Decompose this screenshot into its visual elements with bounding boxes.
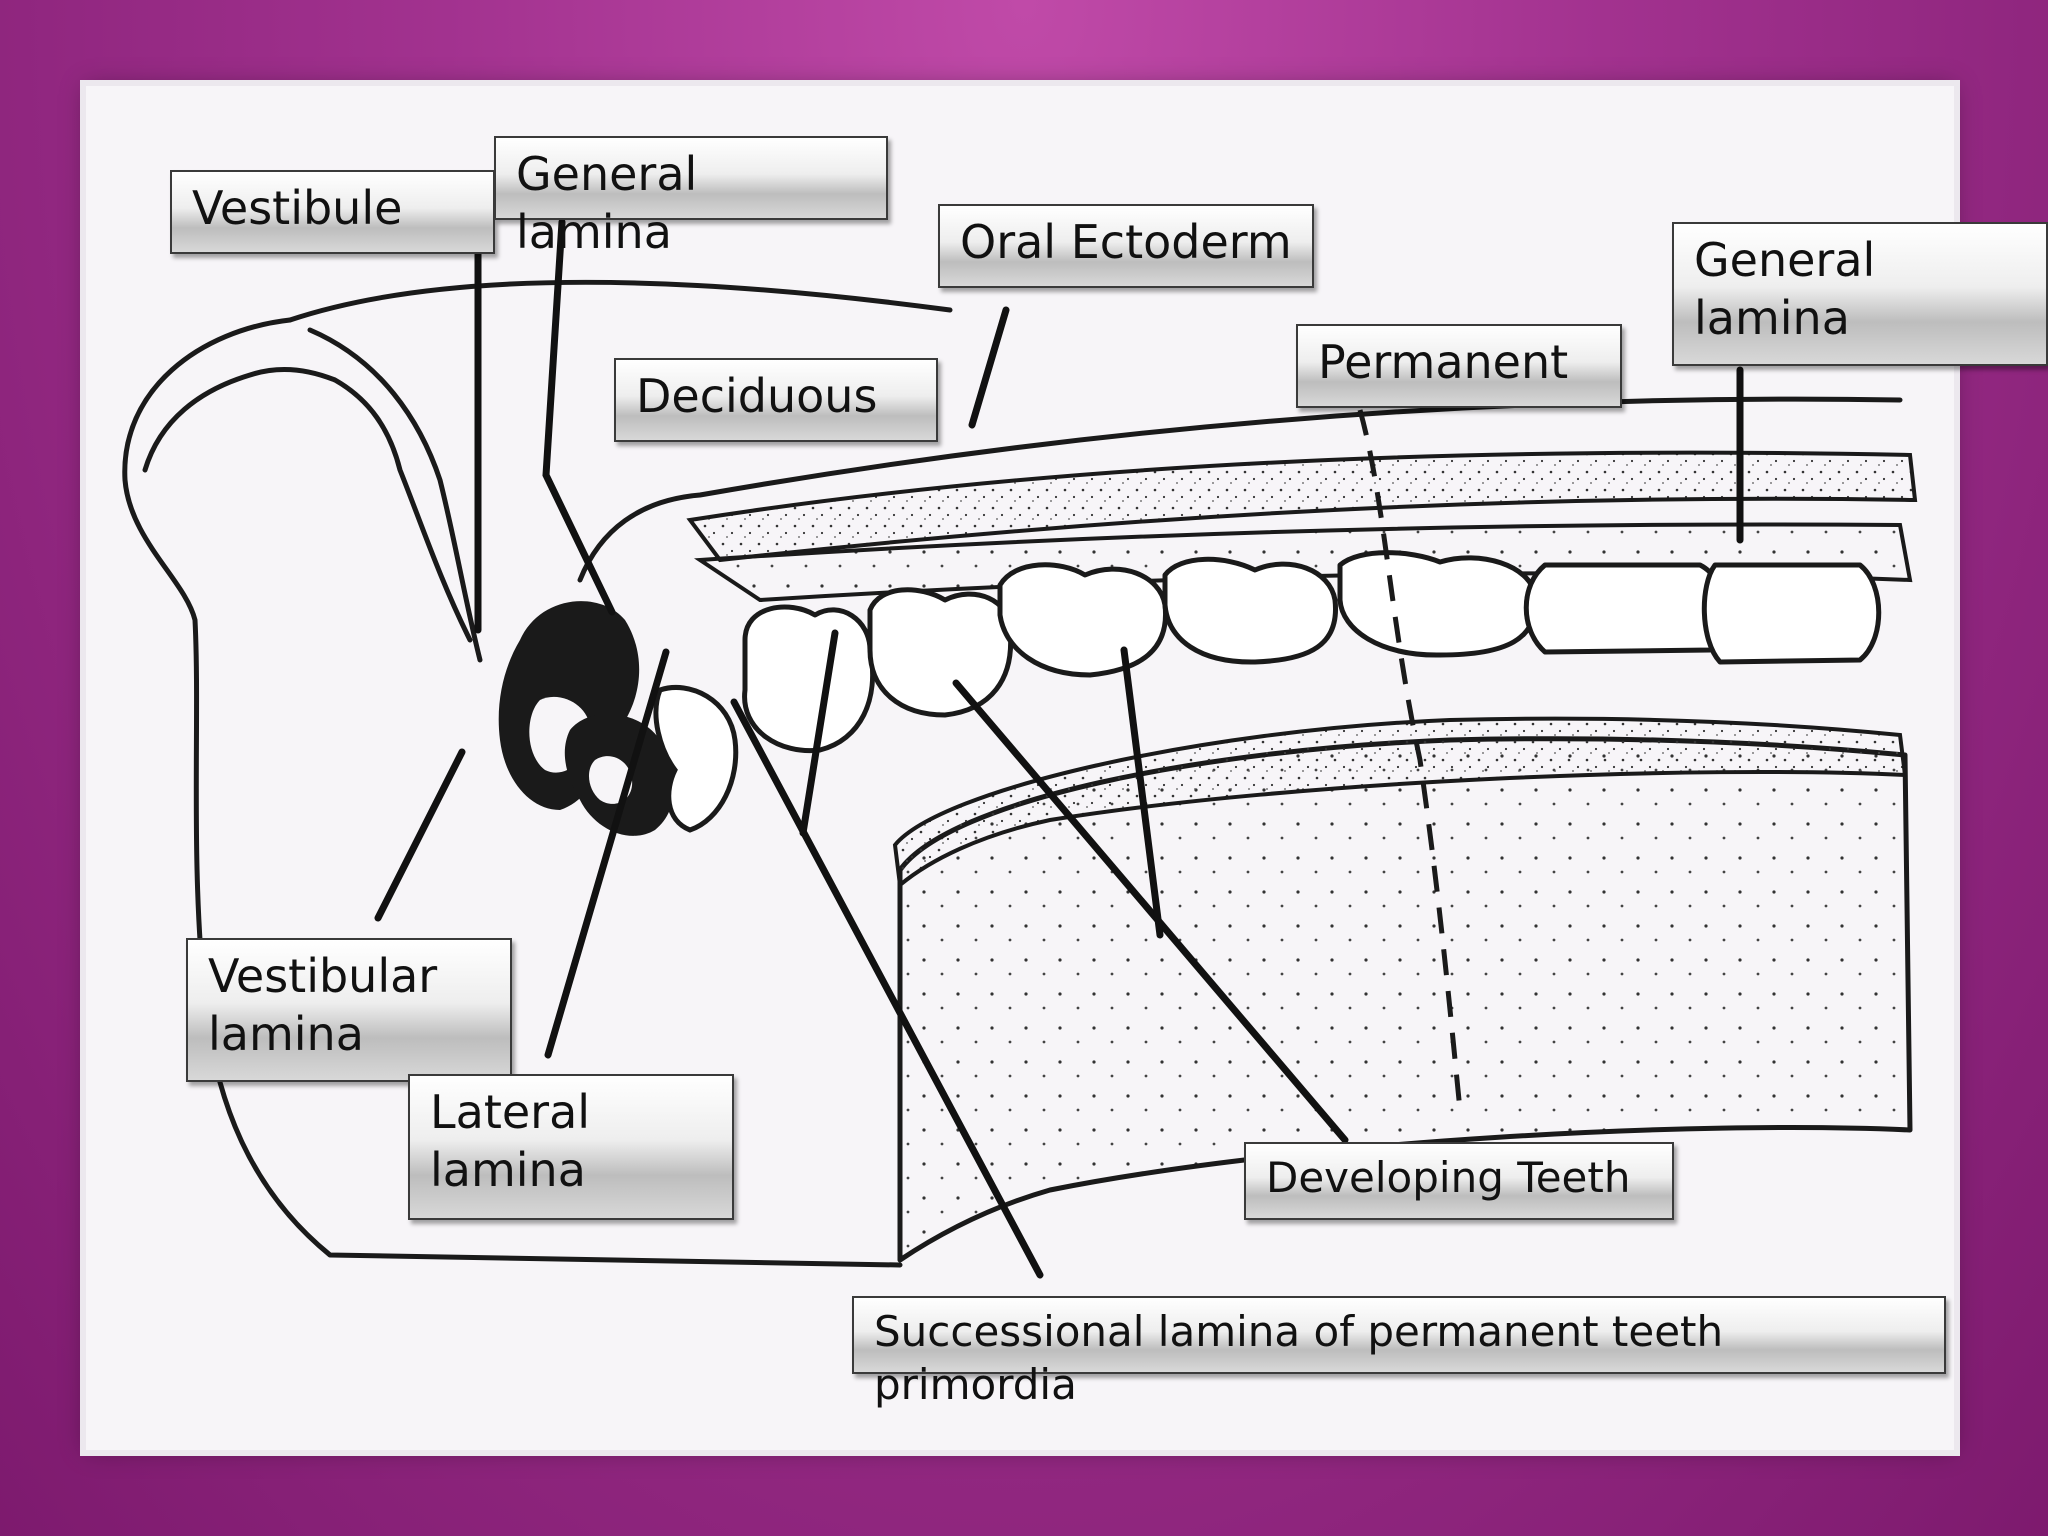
label-general-lamina-right: General lamina xyxy=(1672,222,2048,366)
label-vestibular-lamina: Vestibular lamina xyxy=(186,938,512,1082)
leader-lines xyxy=(374,218,1744,1279)
upper-epithelium-band xyxy=(686,450,1918,563)
jaw-outline xyxy=(122,279,1903,1268)
lower-jaw-band xyxy=(892,716,1908,889)
general-lamina-right-line2: lamina xyxy=(1694,290,1850,345)
label-vestibule: Vestibule xyxy=(170,170,495,254)
deciduous-text: Deciduous xyxy=(636,369,878,423)
lateral-lamina-line2: lamina xyxy=(430,1142,586,1197)
lateral-lamina-line1: Lateral xyxy=(430,1085,591,1139)
vestibule-text: Vestibule xyxy=(192,181,403,235)
vestibular-lamina-line2: lamina xyxy=(208,1006,364,1061)
label-successional-lamina: Successional lamina of permanent teeth p… xyxy=(852,1296,1946,1409)
developing-teeth-text: Developing Teeth xyxy=(1266,1153,1631,1202)
permanent-dashed-line xyxy=(1357,409,1463,1111)
successional-lamina-text: Successional lamina of permanent teeth p… xyxy=(874,1307,1724,1409)
general-lamina-right-line1: General xyxy=(1694,233,1876,287)
label-lateral-lamina: Lateral lamina xyxy=(408,1074,734,1220)
label-oral-ectoderm: Oral Ectoderm xyxy=(938,204,1314,288)
vestibular-lamina-line1: Vestibular xyxy=(208,949,438,1003)
label-general-lamina-left: General lamina xyxy=(494,136,888,259)
deciduous-primordia xyxy=(498,601,739,836)
developing-teeth-row xyxy=(742,550,1882,754)
general-lamina-left-text: General lamina xyxy=(516,147,698,259)
oral-ectoderm-text: Oral Ectoderm xyxy=(960,215,1292,269)
permanent-text: Permanent xyxy=(1318,335,1569,389)
label-developing-teeth: Developing Teeth xyxy=(1244,1142,1674,1220)
label-permanent: Permanent xyxy=(1296,324,1622,408)
label-deciduous: Deciduous xyxy=(614,358,938,442)
